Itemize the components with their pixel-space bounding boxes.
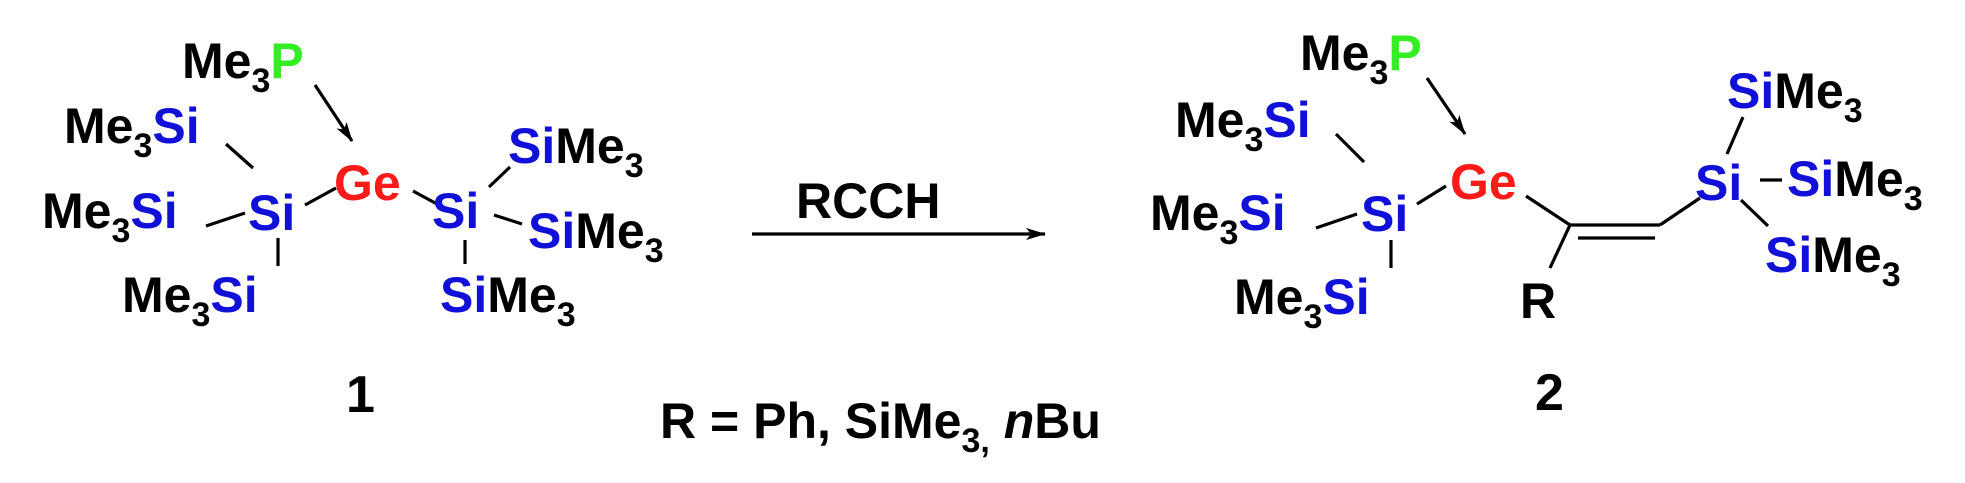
bond — [493, 213, 523, 226]
sime3-group: SiMe3 — [528, 203, 664, 270]
ge-atom-1: Ge — [334, 155, 401, 211]
sime3-group: SiMe3 — [508, 118, 644, 185]
bond — [205, 211, 246, 228]
si-atom-2-right: Si — [1695, 155, 1742, 211]
compound-1: Me3P Ge Si Me3Si Me3Si Me3Si Si SiMe3 Si… — [42, 33, 664, 424]
me3si-group: Me3Si — [1234, 269, 1370, 336]
me3p-label-1: Me3P — [182, 33, 304, 100]
sime3-group: SiMe3 — [1765, 227, 1901, 294]
sime3-group: SiMe3 — [1787, 151, 1923, 218]
me3si-group: Me3Si — [1175, 92, 1311, 159]
bond — [1425, 77, 1467, 135]
compound-number-1: 1 — [346, 366, 375, 424]
bond — [487, 165, 512, 189]
compound-number-2: 2 — [1535, 364, 1564, 422]
r-substituent: R — [1520, 273, 1556, 329]
reaction-arrow: RCCH — [752, 173, 1046, 240]
reagent-label: RCCH — [796, 173, 940, 229]
bond — [224, 142, 255, 170]
me3p-label-2: Me3P — [1300, 25, 1422, 92]
bond — [412, 189, 438, 206]
bond — [1315, 212, 1358, 230]
me3si-group: Me3Si — [1150, 185, 1286, 252]
bond — [304, 186, 337, 207]
substituent-legend: R = Ph, SiMe3, nBu — [660, 393, 1101, 460]
bond — [1548, 224, 1572, 269]
bond — [313, 84, 354, 142]
sime3-group: SiMe3 — [440, 267, 576, 334]
sime3-group: SiMe3 — [1727, 63, 1863, 130]
compound-2: Me3P Ge Si Me3Si Me3Si Me3Si R Si SiMe3 … — [1150, 25, 1923, 422]
me3si-group: Me3Si — [42, 183, 178, 250]
si-atom-1-left: Si — [248, 185, 295, 241]
bond — [1725, 116, 1745, 155]
me3si-group: Me3Si — [64, 98, 200, 165]
bond — [1416, 184, 1447, 206]
bond — [1659, 196, 1701, 227]
bond — [1739, 198, 1770, 228]
bond — [1334, 132, 1366, 164]
bond — [1525, 194, 1571, 227]
me3si-group: Me3Si — [122, 267, 258, 334]
si-atom-1-right: Si — [432, 183, 479, 239]
ge-atom-2: Ge — [1450, 154, 1517, 210]
si-atom-2-left: Si — [1361, 186, 1408, 242]
